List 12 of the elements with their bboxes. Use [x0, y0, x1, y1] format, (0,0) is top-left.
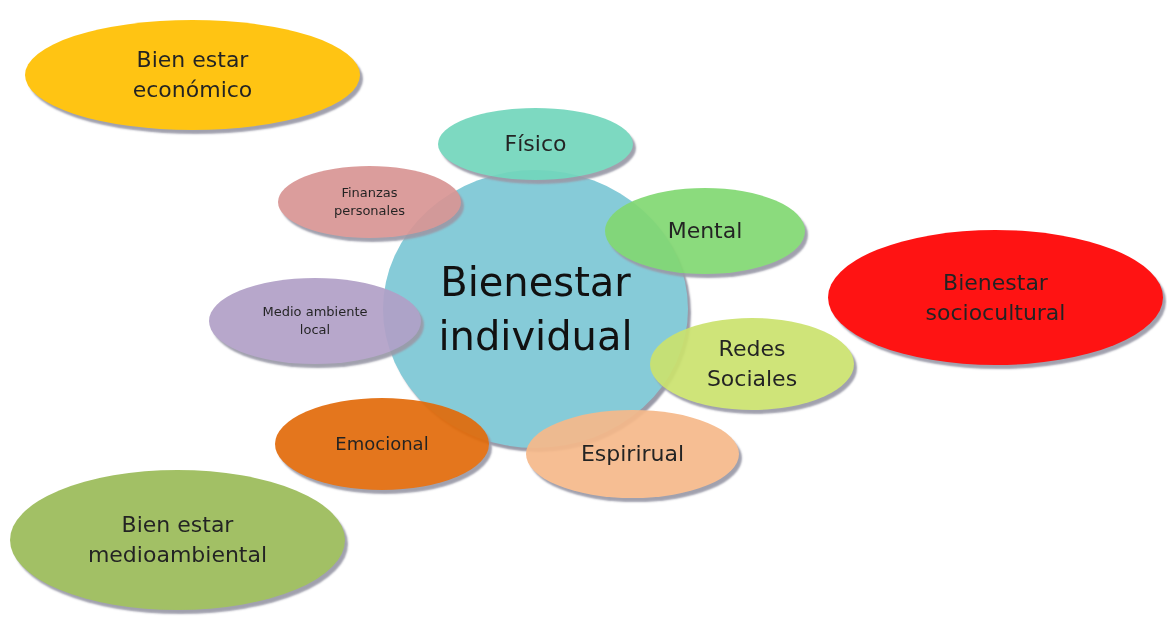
- node-label: Emocional: [335, 431, 429, 456]
- node-label: Bienestar individual: [437, 258, 634, 361]
- node-label: Finanzas personales: [333, 184, 406, 220]
- oval: [278, 166, 461, 238]
- node-label: Medio ambiente local: [261, 303, 369, 339]
- node-label: Mental: [667, 217, 743, 246]
- node-label: Redes Sociales: [705, 335, 799, 393]
- node-label: Espirirual: [580, 440, 685, 469]
- node-label: Bienestar sociocultural: [924, 268, 1067, 327]
- node-label: Bien estar medioambiental: [87, 511, 268, 569]
- node-label: Físico: [504, 130, 567, 159]
- node-label: Bien estar económico: [131, 46, 254, 104]
